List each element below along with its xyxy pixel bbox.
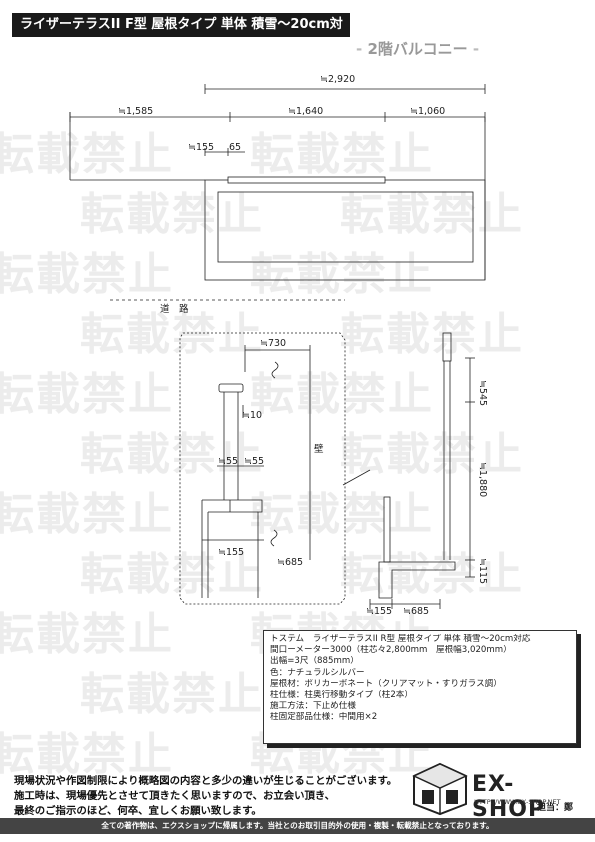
watermark-text: 転載禁止 xyxy=(0,249,174,300)
dim-offset-bottom-b: ≒685 xyxy=(277,557,303,568)
watermark-text: 転載禁止 xyxy=(340,309,524,360)
wall-label: 壁 xyxy=(314,443,324,455)
road-label: 道 路 xyxy=(160,303,189,315)
dim-gap-right: ≒55 xyxy=(244,456,264,467)
dim-depth-top: ≒730 xyxy=(260,338,286,349)
dim-middle-span: ≒1,640 xyxy=(288,106,323,117)
dim-offset-b: 65 xyxy=(229,142,241,153)
dim-gap-top: ≒10 xyxy=(242,410,262,421)
spec-line: 柱固定部品仕様：中間用×2 xyxy=(270,712,378,723)
dim-total-width: ≒2,920 xyxy=(320,74,355,85)
watermark-text: 転載禁止 xyxy=(80,549,264,600)
watermark-text: 転載禁止 xyxy=(80,429,264,480)
dim-gap-left: ≒55 xyxy=(218,456,238,467)
footer-copyright: 全ての著作物は、エクスショップに帰属します。当社とのお取引目的外の使用・複製・転… xyxy=(0,818,595,834)
watermark-text: 転載禁止 xyxy=(250,369,434,420)
plan-view xyxy=(69,84,486,281)
watermark-text: 転載禁止 xyxy=(80,189,264,240)
watermark-text: 転載禁止 xyxy=(250,129,434,180)
watermark-text: 転載禁止 xyxy=(0,129,174,180)
notice-text: 現場状況や作図制限により概略図の内容と多少の違いが生じることがございます。 施工… xyxy=(14,775,398,817)
logo-url: HTTP://WWW.EX-SHOP.NET xyxy=(474,798,561,806)
dim-base-height: ≒115 xyxy=(477,558,488,584)
logo-name: EX-SHOP xyxy=(472,772,546,822)
cube-logo-icon xyxy=(412,762,468,816)
spec-line: 施工方法：下止め仕様 xyxy=(270,701,356,712)
spec-line: 屋根材：ポリカーボネート（クリアマット・すりガラス調） xyxy=(270,678,502,689)
elevation-view xyxy=(342,332,475,609)
spec-line: 出幅=3尺（885mm） xyxy=(270,656,359,667)
page-title: ライザーテラスII F型 屋根タイプ 単体 積雪～20cm対応 xyxy=(12,13,350,56)
side-view xyxy=(110,299,346,605)
spec-box: トステム ライザーテラスII R型 屋根タイプ 単体 積雪～20cm対応 間口ー… xyxy=(263,630,577,744)
watermark-text: 転載禁止 xyxy=(0,609,174,660)
watermark-text: 転載禁止 xyxy=(80,669,264,720)
logo: EX-SHOP HTTP://WWW.EX-SHOP.NET xyxy=(410,760,580,822)
staff-label: 担当：鄭 xyxy=(537,803,574,813)
watermark-text: 転載禁止 xyxy=(340,429,524,480)
watermark-text: 転載禁止 xyxy=(80,309,264,360)
watermark-text: 転載禁止 xyxy=(0,369,174,420)
section-label: - 2階バルコニー - xyxy=(356,40,480,58)
watermark-text: 転載禁止 xyxy=(250,489,434,540)
dim-left-overhang: ≒1,585 xyxy=(118,106,153,117)
dim-top-height: ≒545 xyxy=(477,380,488,406)
spec-line: トステム ライザーテラスII R型 屋根タイプ 単体 積雪～20cm対応 xyxy=(270,634,531,644)
watermark-text: 転載禁止 xyxy=(0,729,174,780)
dim-bottom-a: ≒155 xyxy=(366,606,392,617)
spec-line: 柱仕様：柱奥行移動タイプ（柱2本） xyxy=(270,690,413,701)
watermark-text: 転載禁止 xyxy=(250,249,434,300)
dim-mid-height: ≒1,880 xyxy=(477,462,488,497)
watermark-text: 転載禁止 xyxy=(340,189,524,240)
spec-line: 間口ーメーター3000（柱芯々2,800mm 屋根幅3,020mm） xyxy=(270,645,512,656)
dim-bottom-b: ≒685 xyxy=(403,606,429,617)
dim-right-span: ≒1,060 xyxy=(410,106,445,117)
dim-offset-a: ≒155 xyxy=(188,142,214,153)
spec-line: 色：ナチュラルシルバー xyxy=(270,667,365,678)
watermark-text: 転載禁止 xyxy=(340,549,524,600)
watermark-text: 転載禁止 xyxy=(0,489,174,540)
dim-offset-bottom-a: ≒155 xyxy=(218,547,244,558)
